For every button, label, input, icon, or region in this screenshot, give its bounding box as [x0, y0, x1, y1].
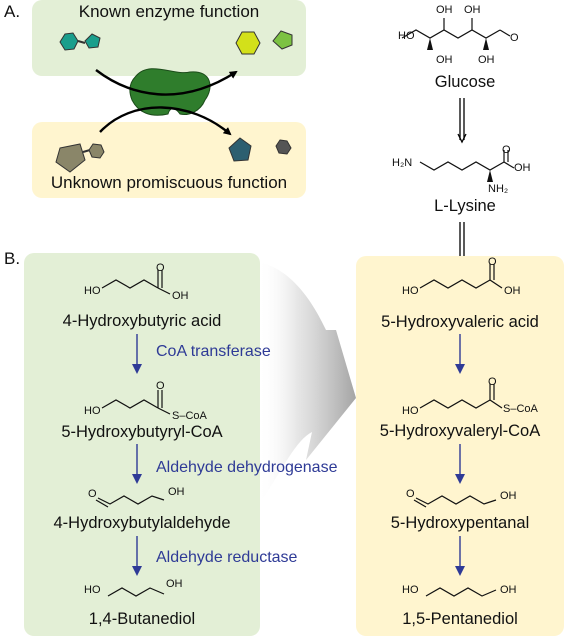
- hva-ho: HO: [402, 285, 419, 297]
- panel-b-label: B.: [4, 249, 21, 268]
- left-arrow-2: [132, 444, 142, 484]
- unknown-product-icons: [228, 137, 292, 162]
- left-arrow-1: [132, 334, 142, 374]
- right-arrow-2: [455, 444, 465, 484]
- enzyme-label-3: Aldehyde reductase: [156, 549, 298, 566]
- left-compound-3: 4-Hydroxybutylaldehyde: [53, 514, 231, 532]
- lysine-h2n: H₂N: [392, 157, 413, 169]
- left-compound-2: 5-Hydroxybutyryl-CoA: [61, 423, 223, 441]
- lysine-oh: OH: [514, 162, 531, 174]
- lysine-nh2: NH₂: [488, 183, 509, 195]
- enzyme-label-1: CoA transferase: [156, 343, 271, 360]
- known-function-label: Known enzyme function: [78, 2, 260, 21]
- hbal-o: O: [88, 488, 97, 500]
- hpal-o: O: [406, 488, 415, 500]
- bdo-oh: OH: [166, 578, 183, 590]
- hvcoa-scoa: S–CoA: [503, 403, 538, 415]
- right-arrow-1: [455, 334, 465, 374]
- right-compound-4: 1,5-Pentanediol: [402, 610, 518, 628]
- glucose-label: Glucose: [434, 73, 496, 91]
- left-compound-4: 1,4-Butanediol: [88, 610, 196, 628]
- hydroxyvaleryl-coa-structure: [419, 384, 503, 409]
- pdo-oh: OH: [500, 584, 517, 596]
- glucose-structure: [401, 18, 511, 50]
- hydroxyvaleric-acid-structure: [419, 264, 503, 289]
- glucose-ho-1: HO: [398, 30, 415, 42]
- hydroxybutylaldehyde-structure: [95, 495, 165, 508]
- hbcoa-ho: HO: [84, 405, 101, 417]
- unknown-reaction-arrow: [99, 106, 232, 136]
- hbal-oh: OH: [168, 486, 185, 498]
- glucose-oh-3: OH: [464, 4, 481, 16]
- pathway-transfer-arrow: [258, 262, 356, 500]
- enzyme-icon: [129, 68, 211, 116]
- right-compound-2: 5-Hydroxyvaleryl-CoA: [379, 422, 541, 440]
- left-arrow-3: [132, 536, 142, 576]
- hydroxybutyryl-coa-structure: [101, 390, 171, 415]
- known-function-box: [32, 0, 306, 76]
- lysine-structure: [419, 150, 515, 182]
- unknown-substrate-icon: [55, 143, 105, 173]
- hba-ho: HO: [84, 285, 101, 297]
- pentanediol-structure: [425, 587, 497, 597]
- glucose-o: O: [510, 32, 519, 44]
- glucose-to-lysine-arrow: [457, 98, 467, 144]
- four-carbon-pathway-box: [24, 253, 260, 636]
- known-reaction-arrow: [95, 69, 238, 96]
- bdo-ho: HO: [84, 584, 101, 596]
- lysine-label: L-Lysine: [434, 197, 496, 215]
- lysine-o: O: [502, 144, 511, 156]
- right-arrow-3: [455, 536, 465, 576]
- hva-oh: OH: [504, 285, 521, 297]
- hba-oh: OH: [172, 290, 189, 302]
- known-product-icons: [235, 30, 293, 55]
- enzyme-label-2: Aldehyde dehydrogenase: [156, 459, 338, 476]
- glucose-oh-1: OH: [436, 54, 453, 66]
- hba-o: O: [156, 262, 165, 274]
- hbcoa-scoa: S–CoA: [172, 410, 207, 422]
- hva-o: O: [488, 256, 497, 268]
- pdo-ho: HO: [402, 584, 419, 596]
- hbcoa-o: O: [156, 380, 165, 392]
- hpal-oh: OH: [500, 490, 517, 502]
- butanediol-structure: [107, 587, 165, 597]
- hvcoa-o: O: [488, 376, 497, 388]
- hvcoa-ho: HO: [402, 405, 419, 417]
- hydroxybutyric-acid-structure: [101, 270, 171, 295]
- hydroxypentanal-structure: [413, 495, 497, 508]
- right-compound-3: 5-Hydroxypentanal: [390, 514, 530, 532]
- known-substrate-icon: [59, 32, 101, 51]
- right-compound-1: 5-Hydroxyvaleric acid: [381, 313, 539, 331]
- unknown-function-label: Unknown promiscuous function: [50, 173, 288, 192]
- glucose-oh-2: OH: [436, 4, 453, 16]
- left-compound-1: 4-Hydroxybutyric acid: [62, 312, 222, 330]
- glucose-oh-4: OH: [478, 54, 495, 66]
- panel-a-label: A.: [4, 2, 21, 21]
